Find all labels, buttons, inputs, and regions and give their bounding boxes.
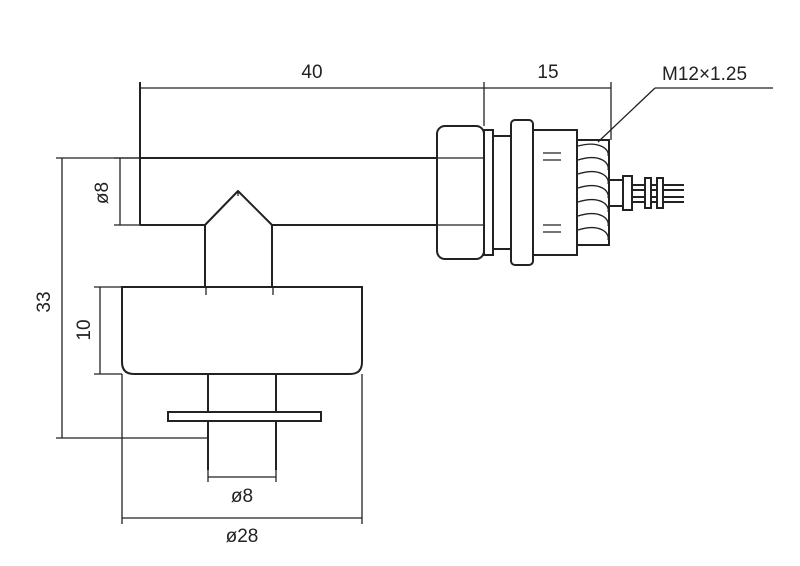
dimension-float-height: 10 <box>74 286 122 375</box>
retaining-clip <box>167 411 322 422</box>
dimension-stem-diameter-label: ø8 <box>231 486 253 507</box>
dimension-float-diameter: ø28 <box>121 374 363 547</box>
dimension-arm-length: 40 <box>140 62 485 126</box>
dimension-total-height: 33 <box>34 157 208 439</box>
dimension-float-height-label: 10 <box>74 319 95 340</box>
terminal-pins <box>608 175 684 211</box>
dimension-arm-diameter: ø8 <box>92 157 140 226</box>
thread-callout-label: M12×1.25 <box>662 64 747 85</box>
dimension-thread-length-label: 15 <box>537 62 558 83</box>
float-body <box>121 286 363 375</box>
washer-2 <box>492 135 512 250</box>
washer-1 <box>483 129 494 256</box>
thread-callout: M12×1.25 <box>597 64 773 143</box>
threaded-section <box>576 139 610 246</box>
dimension-float-diameter-label: ø28 <box>226 526 259 547</box>
flange-nut <box>510 119 578 266</box>
dimension-total-height-label: 33 <box>34 291 55 312</box>
dimension-arm-diameter-label: ø8 <box>92 182 113 204</box>
horizontal-arm <box>139 82 437 226</box>
dimension-thread-length: 15 <box>484 62 612 140</box>
dimension-stem-diameter: ø8 <box>207 470 277 507</box>
hex-nut <box>436 125 485 260</box>
dimension-arm-length-label: 40 <box>301 62 322 83</box>
